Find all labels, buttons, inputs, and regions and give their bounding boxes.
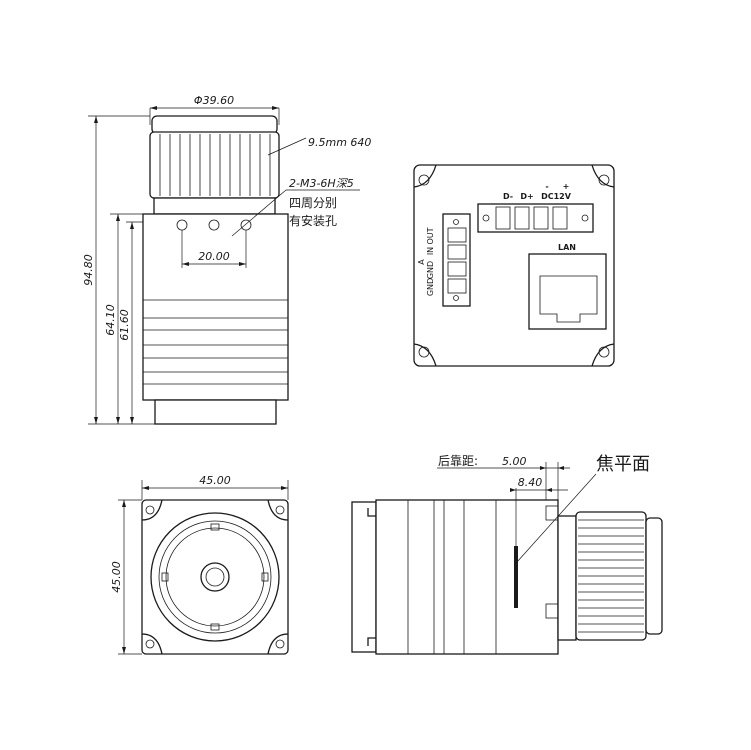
hole-label-3: 有安装孔 <box>289 213 337 228</box>
port-plus-label: + <box>563 182 570 191</box>
dim-flange: 8.40 <box>518 476 543 489</box>
dim-lens-diameter: Φ39.60 <box>194 94 234 107</box>
dim-hole-spacing: 20.00 <box>198 250 230 263</box>
lens-grip-ridges <box>159 134 271 196</box>
hole-label-1: 2-M3-6H深5 <box>289 177 354 190</box>
side-lens-grip-ridges <box>578 519 644 633</box>
dim-height: 45.00 <box>110 561 123 593</box>
port-minus-label: - <box>545 182 548 191</box>
bottom-view: 45.00 45.00 <box>110 474 289 655</box>
io-label-a: A <box>417 259 426 265</box>
side-view: 后靠距: 5.00 8.40 焦平面 <box>351 454 663 655</box>
dim-width: 45.00 <box>199 474 231 487</box>
io-label-in: IN <box>426 247 435 255</box>
back-view: D- D+ - + DC12V OUT IN GND GND A LAN <box>413 164 615 367</box>
lan-label: LAN <box>558 243 576 252</box>
io-label-gnd-2: GND <box>426 278 435 296</box>
dim-height-b: 61.60 <box>118 309 131 341</box>
port-d-minus-label: D- <box>503 192 513 201</box>
io-label-gnd-1: GND <box>426 261 435 279</box>
port-d-plus-label: D+ <box>520 192 533 201</box>
dim-height-a: 64.10 <box>104 304 117 336</box>
io-label-out: OUT <box>426 227 435 244</box>
dim-total-height: 94.80 <box>82 254 95 286</box>
hole-label-2: 四周分别 <box>289 196 337 210</box>
port-dc-label: DC12V <box>541 192 572 201</box>
lens-spec-label: 9.5mm 640 <box>308 136 371 149</box>
back-focus-value: 5.00 <box>502 455 527 468</box>
focal-plane-label: 焦平面 <box>596 454 650 475</box>
front-view: Φ39.60 9.5mm 640 <box>82 94 371 425</box>
back-focus-label: 后靠距: <box>438 454 478 468</box>
